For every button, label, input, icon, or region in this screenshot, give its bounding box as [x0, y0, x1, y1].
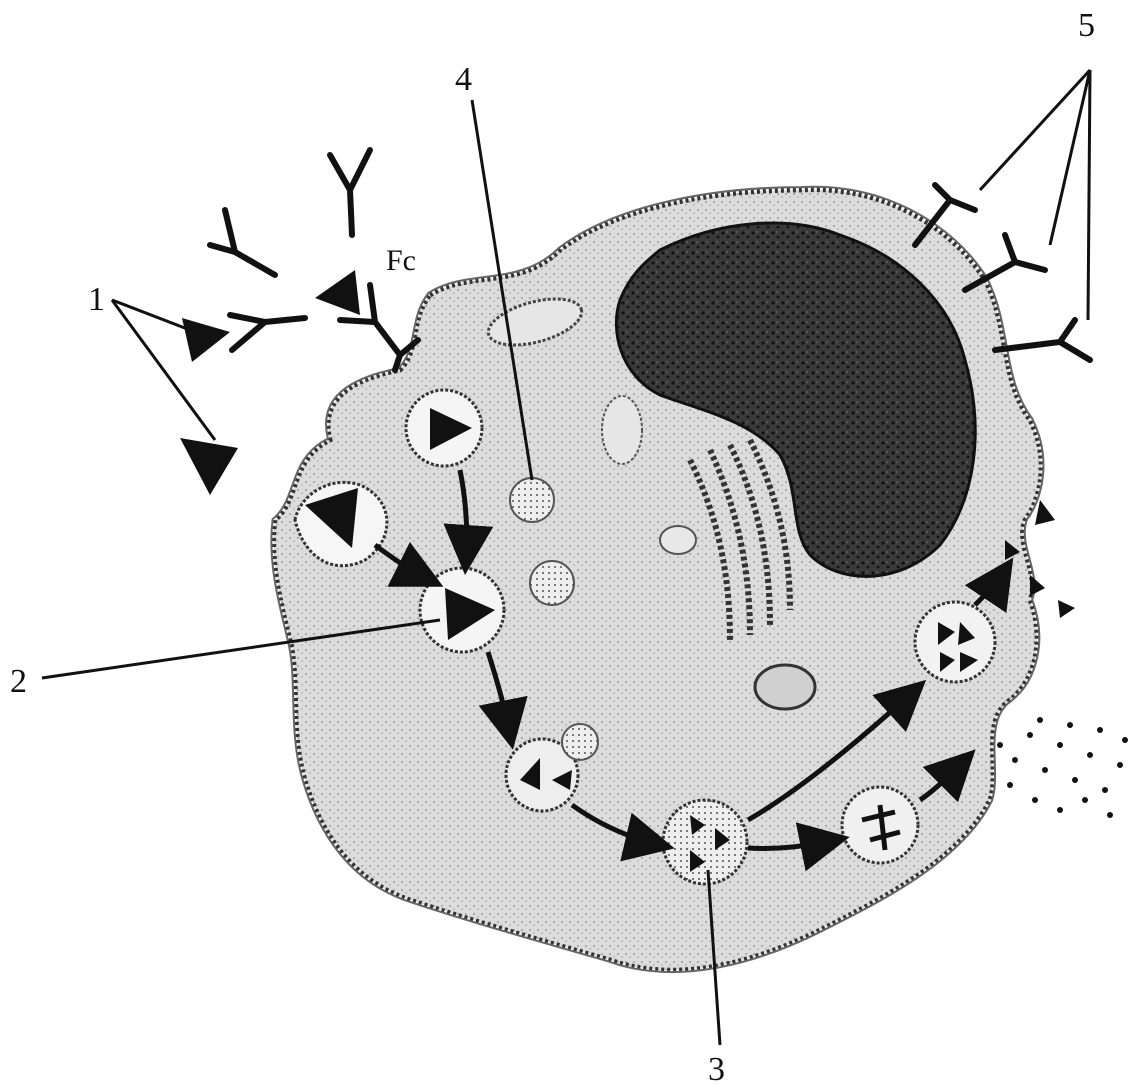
- label-5: 5: [1078, 7, 1095, 44]
- antigen-triangle-icon: [1035, 500, 1055, 525]
- antigen-triangle-icon: [180, 438, 238, 495]
- lysosome-granule-icon: [530, 561, 574, 605]
- mitochondrion-icon: [755, 665, 815, 709]
- mitochondrion-icon: [660, 526, 696, 554]
- antibody-y-icon: [995, 320, 1090, 360]
- antigen-triangle-icon: [182, 318, 230, 362]
- phagosome-icon: [915, 602, 995, 682]
- exocytosis-debris: [997, 717, 1128, 818]
- mitochondrion-icon: [602, 396, 642, 464]
- antigen-triangle-icon: [1030, 575, 1045, 596]
- lysosome-granule-icon: [510, 478, 554, 522]
- antigen-triangle-icon: [1058, 600, 1075, 618]
- antibody-y-icon: [330, 150, 370, 235]
- label-fc: Fc: [386, 244, 416, 277]
- label-3: 3: [708, 1051, 725, 1086]
- lysosome-granule-icon: [562, 724, 598, 760]
- label-2: 2: [10, 663, 27, 700]
- antigen-triangle-icon: [315, 270, 360, 315]
- label-4: 4: [455, 61, 472, 98]
- antibody-y-icon: [210, 210, 275, 275]
- phagosome-icon: [663, 800, 747, 884]
- antibody-y-icon: [230, 315, 305, 350]
- label-1: 1: [88, 281, 105, 318]
